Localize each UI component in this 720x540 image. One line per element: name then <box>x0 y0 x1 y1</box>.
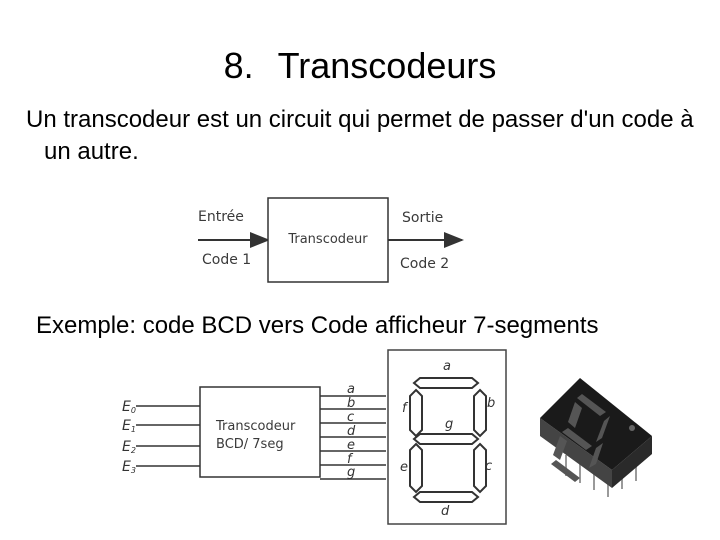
output-label-g: g <box>347 465 355 480</box>
input-label-e0: E0 <box>122 399 136 415</box>
output-label-e: e <box>347 438 355 453</box>
segment-label-g: g <box>445 417 453 432</box>
output-label-a: a <box>347 382 355 397</box>
segment-label-d: d <box>441 504 450 519</box>
output-label-f: f <box>347 452 354 467</box>
input-code-label: Code 1 <box>202 252 251 268</box>
input-label: Entrée <box>198 209 244 225</box>
bcd-box-line2: BCD/ 7seg <box>216 437 284 452</box>
output-label-d: d <box>347 424 356 439</box>
transcodeur-box <box>267 197 389 283</box>
slide-title: 8. Transcodeurs <box>0 44 720 88</box>
example-text: Exemple: code BCD vers Code afficheur 7-… <box>36 312 599 339</box>
segment-f <box>409 388 423 438</box>
output-code-label: Code 2 <box>400 256 449 272</box>
segment-c <box>473 442 487 494</box>
bcd-box-line1: Transcodeur <box>215 419 296 434</box>
slide-number: 8. <box>223 45 254 86</box>
output-label: Sortie <box>402 210 443 226</box>
segment-e <box>409 442 423 494</box>
output-label-c: c <box>347 410 354 425</box>
slide-title-text: Transcodeurs <box>277 45 497 86</box>
input-label-e3: E3 <box>122 459 136 475</box>
output-label-b: b <box>347 396 355 411</box>
segment-label-a: a <box>443 359 451 374</box>
input-label-e2: E2 <box>122 439 136 455</box>
segment-a <box>412 377 480 389</box>
bcd-transcodeur-box <box>199 386 321 478</box>
segment-label-e: e <box>400 460 408 475</box>
segment-label-f: f <box>402 401 409 416</box>
box-label: Transcodeur <box>287 232 368 247</box>
seven-segment-display-photo <box>540 378 652 497</box>
segment-d <box>412 491 480 503</box>
segment-g <box>412 433 480 445</box>
segment-b <box>473 388 487 438</box>
segment-label-b: b <box>487 396 495 411</box>
intro-text: Un transcodeur est un circuit qui permet… <box>26 106 694 165</box>
seven-segment-shapes <box>409 377 487 503</box>
segment-label-c: c <box>485 459 492 474</box>
input-label-e1: E1 <box>122 418 136 434</box>
